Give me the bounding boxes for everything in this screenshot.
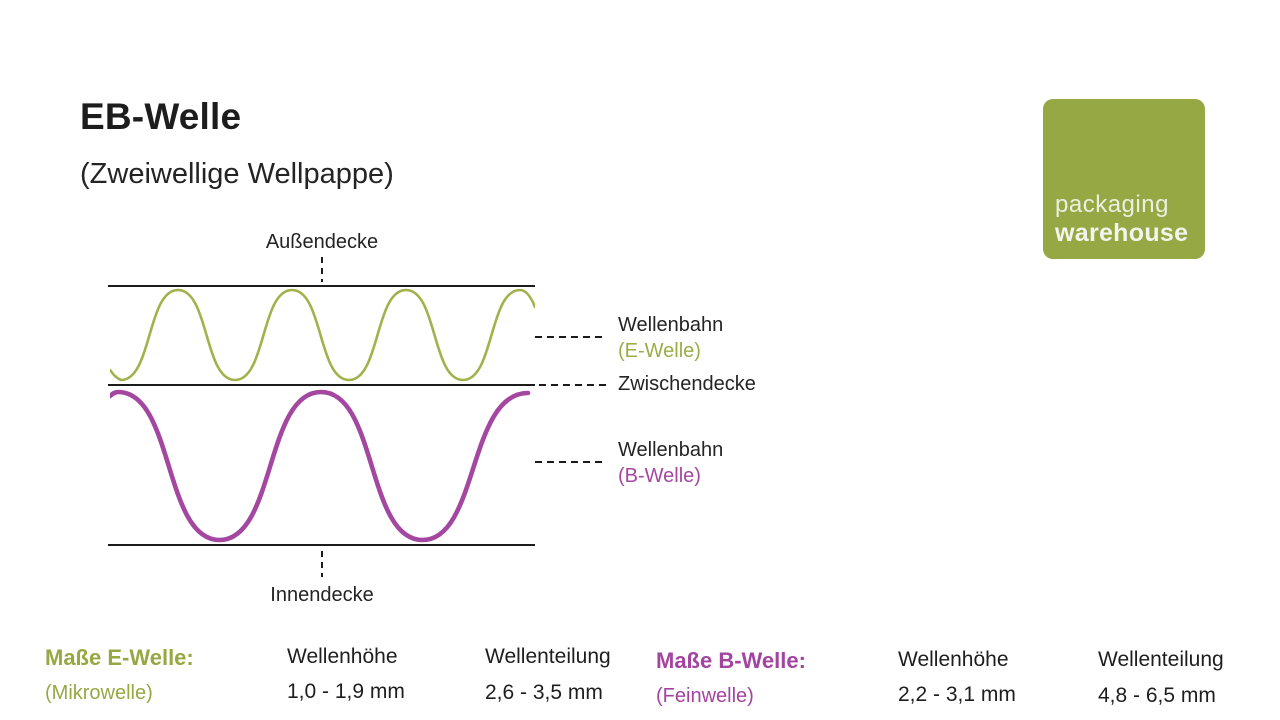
b-flute-label: Wellenbahn [618,439,724,461]
b-flute-wave [110,389,531,543]
b-spec-alias: (Feinwelle) [656,685,754,707]
e-spec-height-value: 1,0 - 1,9 mm [287,680,405,703]
b-flute-pointer [535,461,607,463]
e-spec-pitch-label: Wellenteilung [485,645,611,668]
logo-text: packaging warehouse [1055,191,1188,248]
page-subtitle: (Zweiwellige Wellpappe) [80,158,394,190]
middle-liner-label: Zwischendecke [618,373,756,395]
e-flute-wave [110,288,535,382]
e-spec-pitch-value: 2,6 - 3,5 mm [485,681,603,704]
packaging-warehouse-logo: packaging warehouse [1043,99,1205,259]
logo-line-packaging: packaging [1055,191,1169,219]
b-spec-height-label: Wellenhöhe [898,648,1009,671]
e-flute-pointer [535,336,607,338]
middle-liner-line [108,384,535,386]
e-spec-name: Maße E-Welle: [45,645,194,670]
e-flute-sublabel: (E-Welle) [618,340,701,362]
e-flute-label: Wellenbahn [618,314,724,336]
outer-liner-pointer [321,257,323,282]
b-spec-name: Maße B-Welle: [656,648,806,673]
inner-liner-line [108,544,535,546]
e-flute-wave-path [110,288,535,382]
b-flute-wave-path [110,389,531,543]
e-spec-alias: (Mikrowelle) [45,682,153,704]
outer-liner-line [108,285,535,287]
page-title: EB-Welle [80,96,242,137]
middle-liner-pointer [539,384,609,386]
inner-liner-pointer [321,551,323,577]
e-spec-height-label: Wellenhöhe [287,645,398,668]
outer-liner-label: Außendecke [265,231,379,253]
b-spec-height-value: 2,2 - 3,1 mm [898,683,1016,706]
b-spec-pitch-value: 4,8 - 6,5 mm [1098,684,1216,707]
b-spec-pitch-label: Wellenteilung [1098,648,1224,671]
b-flute-sublabel: (B-Welle) [618,465,701,487]
logo-line-warehouse: warehouse [1055,219,1189,247]
inner-liner-label: Innendecke [270,584,374,606]
